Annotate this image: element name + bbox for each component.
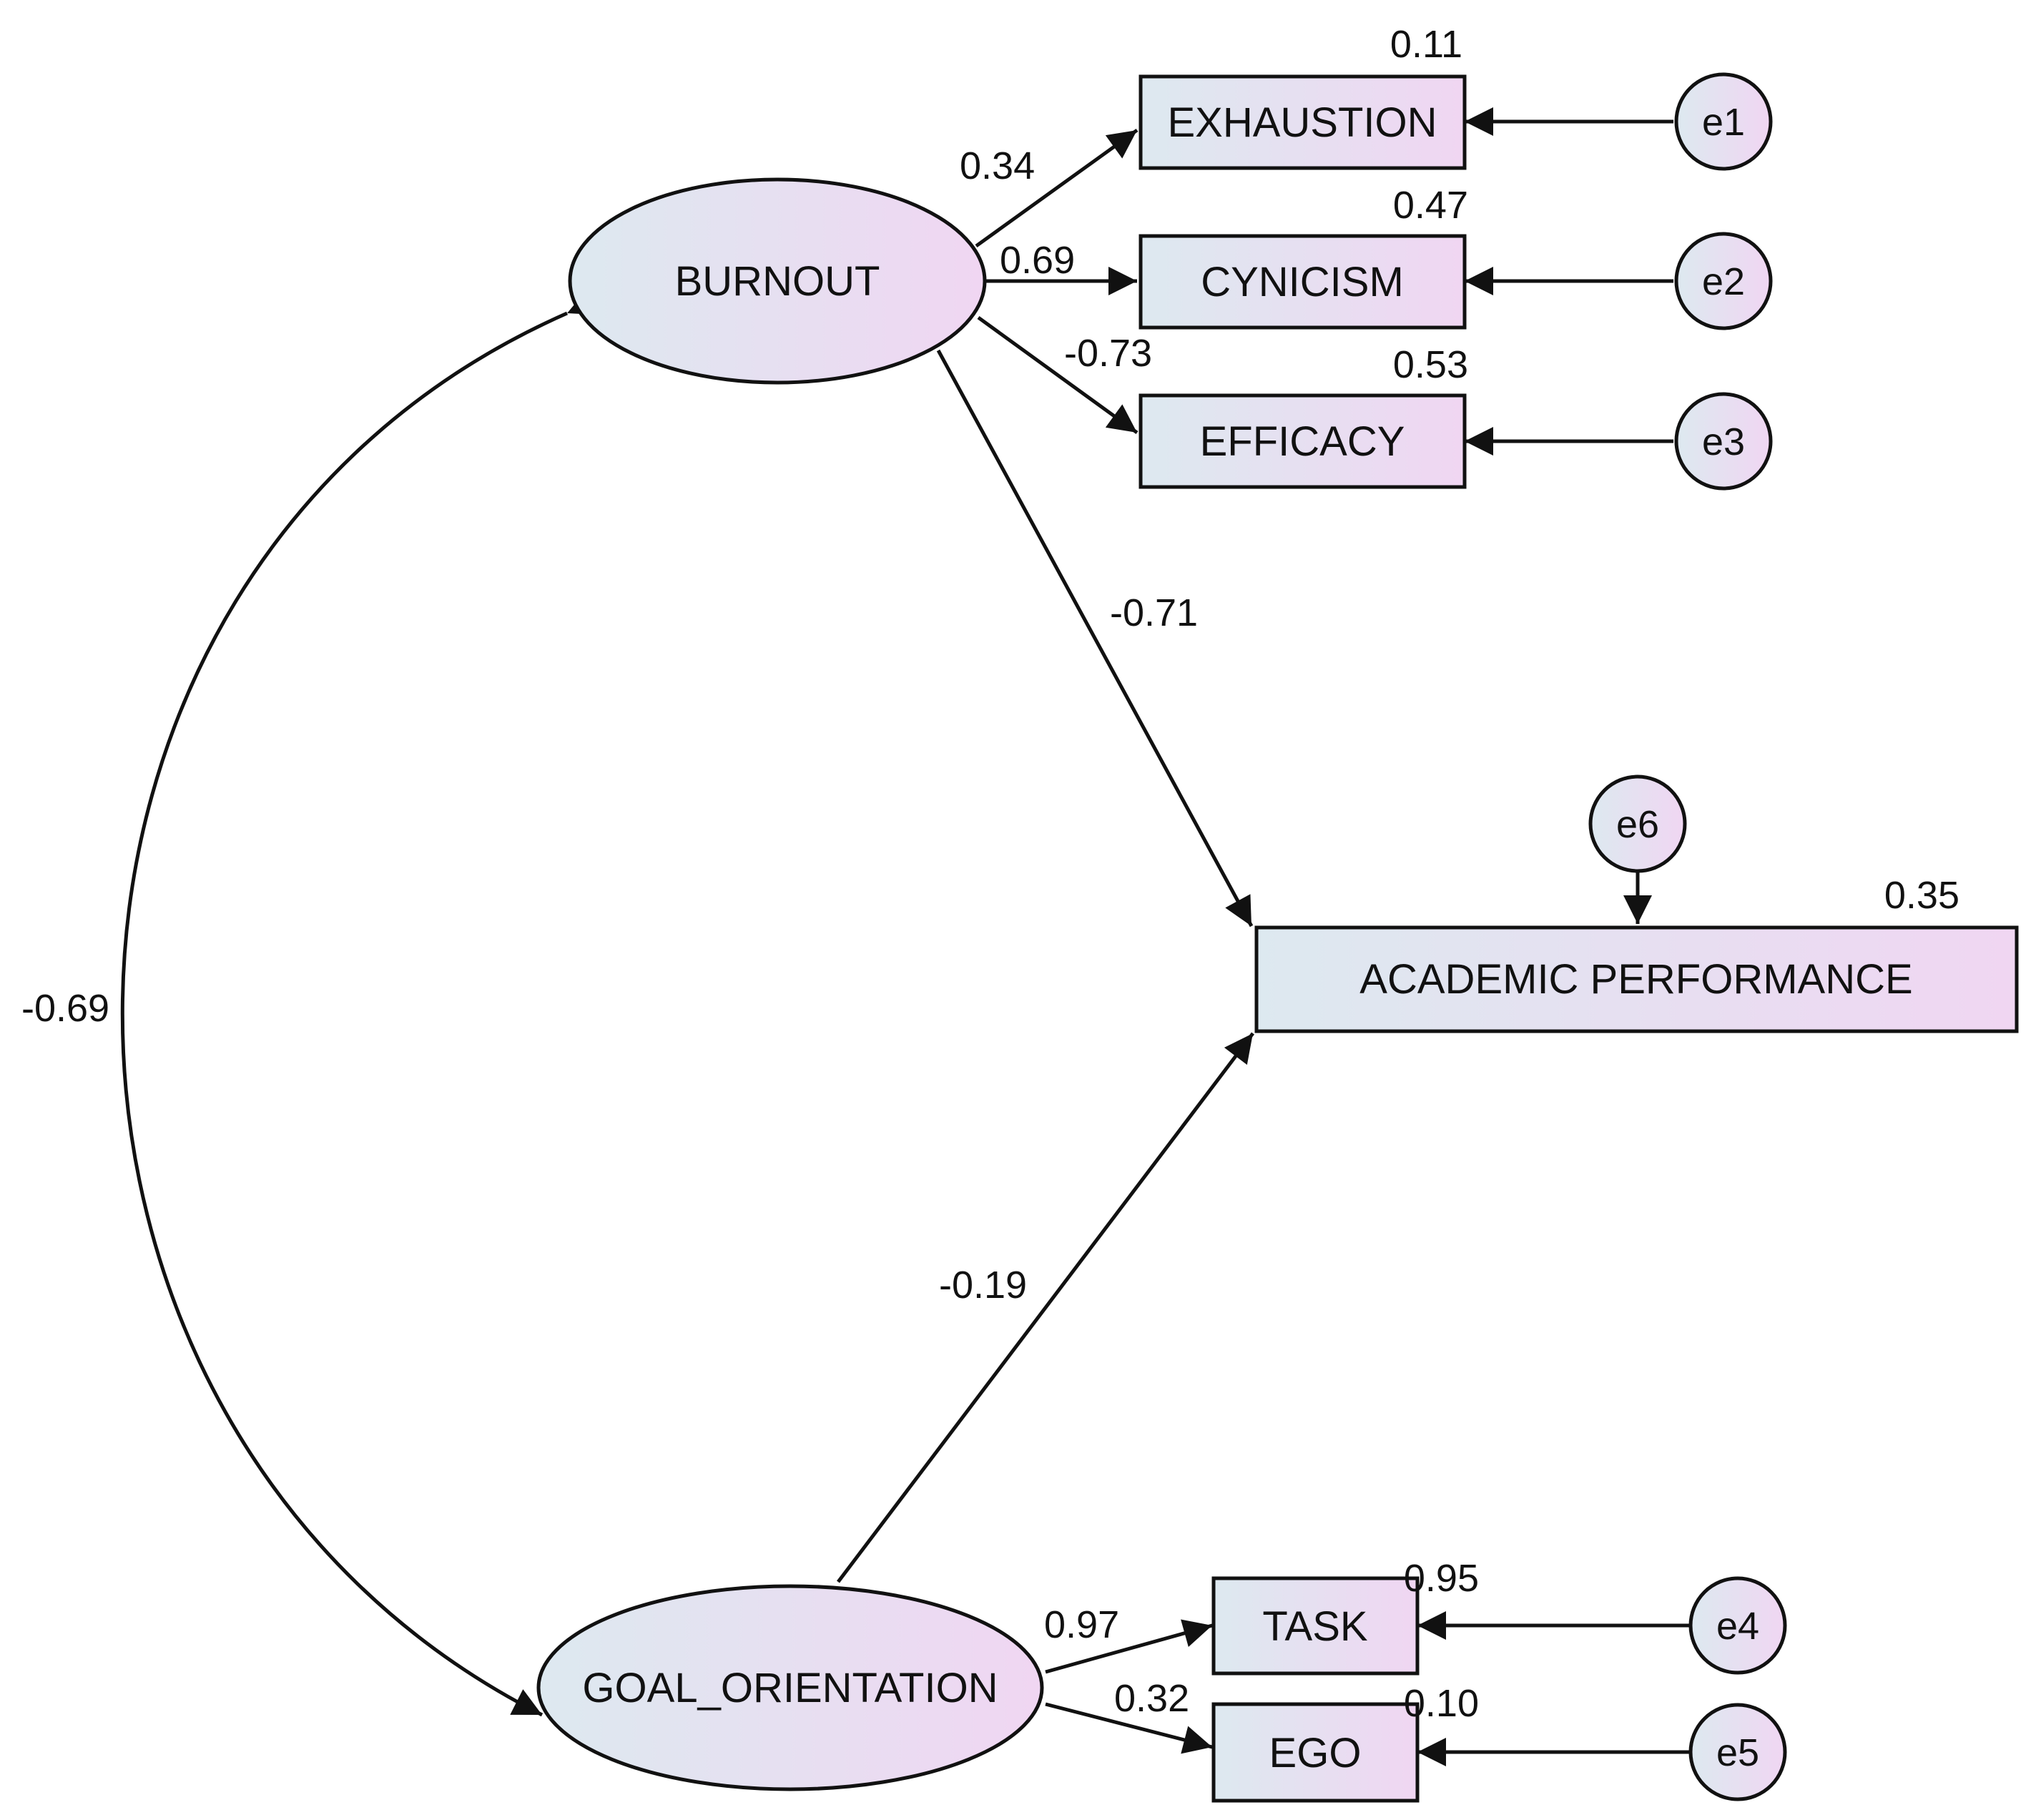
error-e2-label: e2: [1702, 260, 1745, 303]
observed-task: TASK: [1211, 1576, 1420, 1676]
r2-exhaustion: 0.11: [1390, 23, 1462, 66]
edges: [120, 107, 1691, 1766]
latent-goal-orientation: GOAL_ORIENTATION: [536, 1584, 1044, 1791]
r2-efficacy: 0.53: [1393, 343, 1468, 386]
error-e5: e5: [1688, 1703, 1787, 1801]
coef-covariance: -0.69: [21, 987, 109, 1030]
observed-academic-performance: ACADEMIC PERFORMANCE: [1254, 925, 2019, 1033]
error-e2: e2: [1674, 232, 1773, 330]
error-e3: e3: [1674, 392, 1773, 491]
observed-exhaustion-label: EXHAUSTION: [1167, 99, 1437, 146]
coef-burnout-exhaustion: 0.34: [960, 144, 1035, 187]
r2-task: 0.95: [1404, 1557, 1479, 1600]
error-e1: e1: [1674, 72, 1773, 171]
observed-cynicism-label: CYNICISM: [1201, 259, 1404, 305]
path-burnout-academic: [936, 349, 1254, 928]
error-e5-label: e5: [1716, 1731, 1759, 1774]
observed-exhaustion: EXHAUSTION: [1139, 74, 1467, 170]
observed-cynicism: CYNICISM: [1139, 234, 1467, 330]
observed-efficacy: EFFICACY: [1139, 393, 1467, 489]
path-burnout-efficacy: [977, 315, 1139, 435]
error-e4-label: e4: [1716, 1605, 1759, 1648]
error-e6: e6: [1588, 774, 1687, 873]
path-burnout-exhaustion: [975, 128, 1139, 248]
r2-academic-performance: 0.35: [1884, 874, 1959, 917]
observed-efficacy-label: EFFICACY: [1200, 418, 1405, 465]
coef-goal-ego: 0.32: [1114, 1677, 1189, 1720]
r2-cynicism: 0.47: [1393, 184, 1468, 227]
coef-goal-task: 0.97: [1044, 1603, 1119, 1646]
latent-goal-orientation-label: GOAL_ORIENTATION: [582, 1665, 998, 1711]
latent-burnout: BURNOUT: [568, 177, 987, 385]
coef-burnout-academic: -0.71: [1110, 591, 1198, 634]
r2-ego: 0.10: [1404, 1682, 1479, 1725]
observed-ego-label: EGO: [1269, 1730, 1362, 1776]
coef-goal-academic: -0.19: [939, 1264, 1027, 1307]
observed-academic-performance-label: ACADEMIC PERFORMANCE: [1359, 956, 1912, 1003]
coef-burnout-efficacy: -0.73: [1064, 332, 1152, 375]
path-goal-task: [1045, 1619, 1213, 1674]
covariance-arc: [120, 288, 599, 1717]
error-e4: e4: [1688, 1576, 1787, 1675]
observed-ego: EGO: [1211, 1702, 1420, 1803]
error-e6-label: e6: [1616, 803, 1659, 846]
error-e3-label: e3: [1702, 420, 1745, 463]
latent-burnout-label: BURNOUT: [675, 258, 880, 305]
observed-task-label: TASK: [1262, 1603, 1367, 1650]
path-goal-academic: [837, 1032, 1254, 1583]
error-e1-label: e1: [1702, 101, 1745, 144]
coef-burnout-cynicism: 0.69: [1000, 239, 1075, 282]
path-goal-ego: [1045, 1702, 1213, 1754]
